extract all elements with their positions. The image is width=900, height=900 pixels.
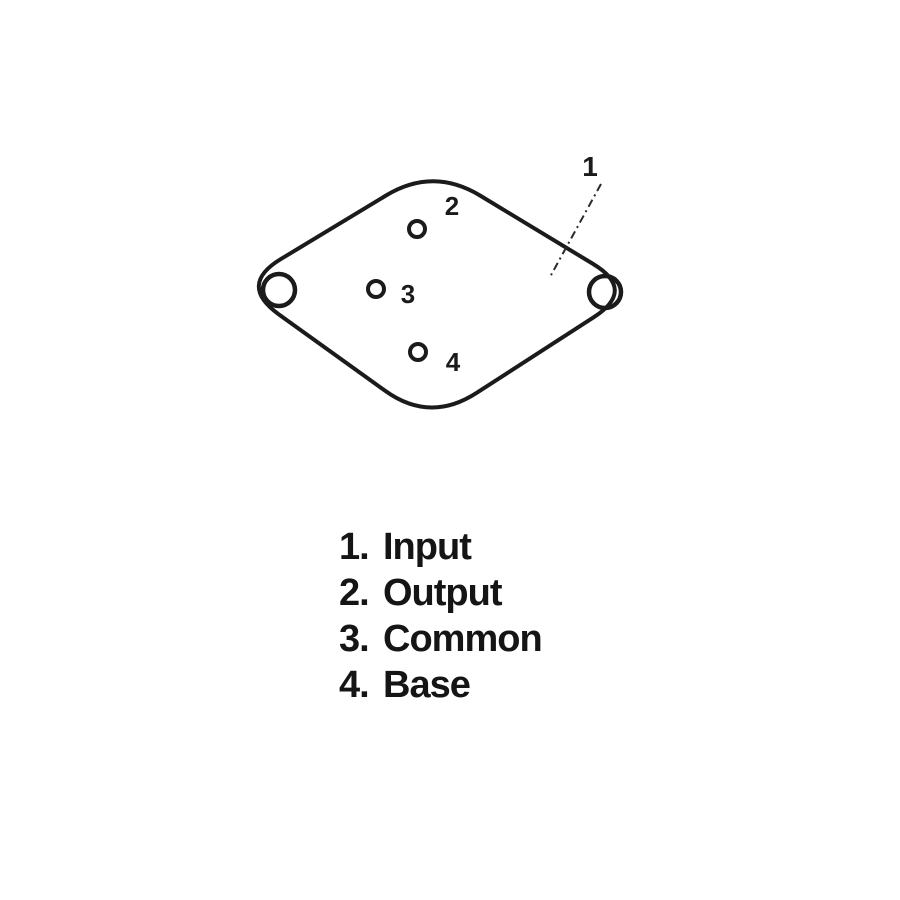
case-callout-label: 1: [582, 151, 598, 182]
legend-item-common: 3. Common: [339, 616, 543, 662]
legend-item-output: 2. Output: [339, 570, 542, 616]
legend-item-number: 4.: [339, 664, 370, 706]
mounting-hole-right: [586, 273, 624, 311]
legend-item-label: Common: [383, 618, 543, 660]
legend-item-number: 3.: [339, 618, 370, 660]
pin-3-label: 3: [401, 279, 415, 309]
pin-legend: 1. Input 2. Output 3. Common 4. Base: [339, 524, 543, 708]
legend-item-number: 2.: [339, 572, 370, 614]
legend-item-label: Base: [383, 664, 471, 706]
pin-2-label: 2: [445, 191, 459, 221]
legend-item-label: Input: [383, 526, 472, 568]
legend-item-label: Output: [383, 572, 503, 614]
pin-2-hole: [407, 219, 427, 239]
pin-4-hole: [408, 342, 428, 362]
pin-4-label: 4: [446, 347, 461, 377]
legend-item-number: 1.: [339, 526, 370, 568]
mounting-hole-left: [260, 271, 298, 309]
pin-3-hole: [366, 279, 386, 299]
legend-item-input: 1. Input: [339, 524, 542, 570]
legend-item-base: 4. Base: [339, 662, 542, 708]
package-outline: [256, 179, 617, 410]
